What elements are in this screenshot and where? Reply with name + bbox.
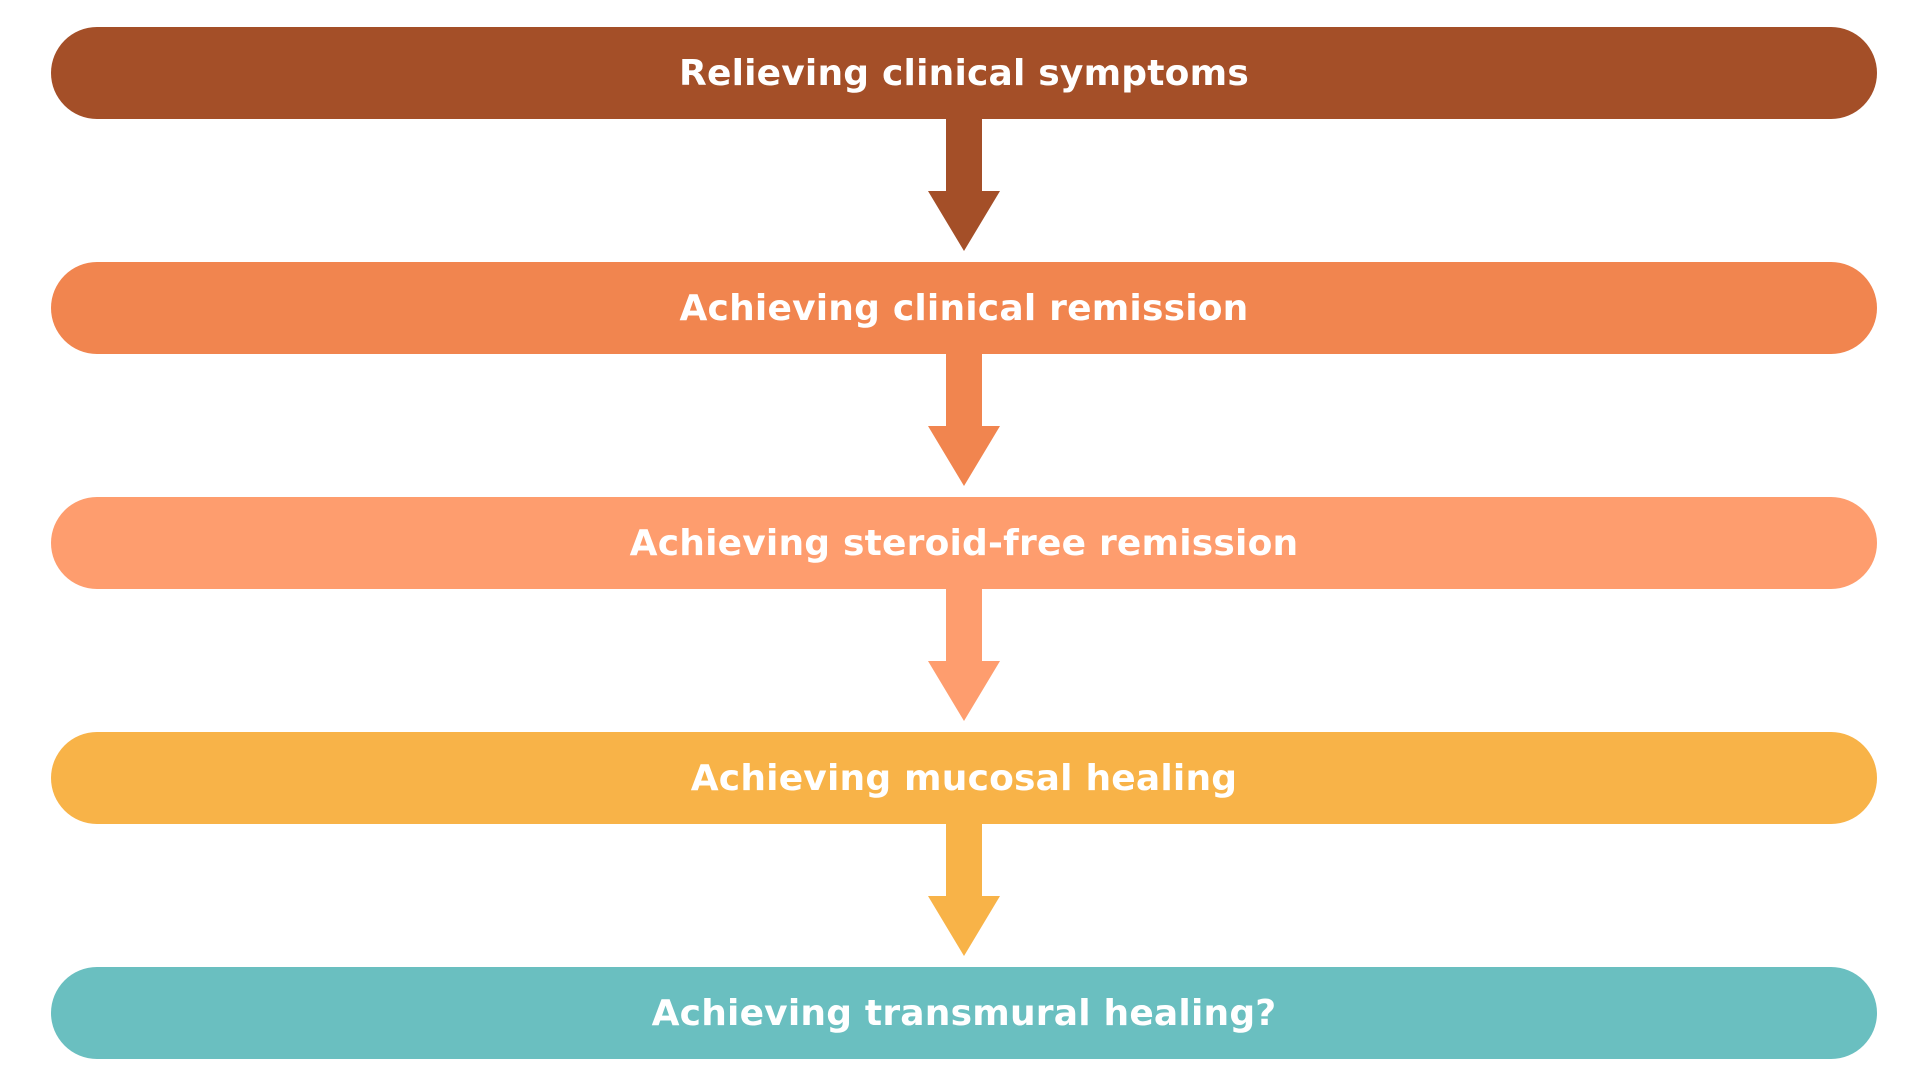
down-arrow-shape: [928, 354, 1000, 486]
step-label: Achieving mucosal healing: [690, 757, 1238, 799]
down-arrow-polygon: [928, 119, 1000, 251]
down-arrow-polygon: [928, 354, 1000, 486]
step-label: Achieving transmural healing?: [651, 992, 1277, 1034]
down-arrow-shape: [928, 589, 1000, 721]
down-arrow-icon: [928, 119, 1000, 251]
down-arrow-icon: [928, 354, 1000, 486]
step-label: Achieving clinical remission: [679, 287, 1249, 329]
step-label: Relieving clinical symptoms: [679, 52, 1249, 94]
step-achieving-transmural-healing: Achieving transmural healing?: [51, 967, 1877, 1059]
step-achieving-steroid-free-remission: Achieving steroid-free remission: [51, 497, 1877, 589]
step-achieving-mucosal-healing: Achieving mucosal healing: [51, 732, 1877, 824]
down-arrow-polygon: [928, 824, 1000, 956]
down-arrow-icon: [928, 589, 1000, 721]
down-arrow-shape: [928, 824, 1000, 956]
down-arrow-polygon: [928, 589, 1000, 721]
down-arrow-icon: [928, 824, 1000, 956]
step-relieving-clinical-symptoms: Relieving clinical symptoms: [51, 27, 1877, 119]
step-achieving-clinical-remission: Achieving clinical remission: [51, 262, 1877, 354]
step-label: Achieving steroid-free remission: [629, 522, 1299, 564]
down-arrow-shape: [928, 119, 1000, 251]
